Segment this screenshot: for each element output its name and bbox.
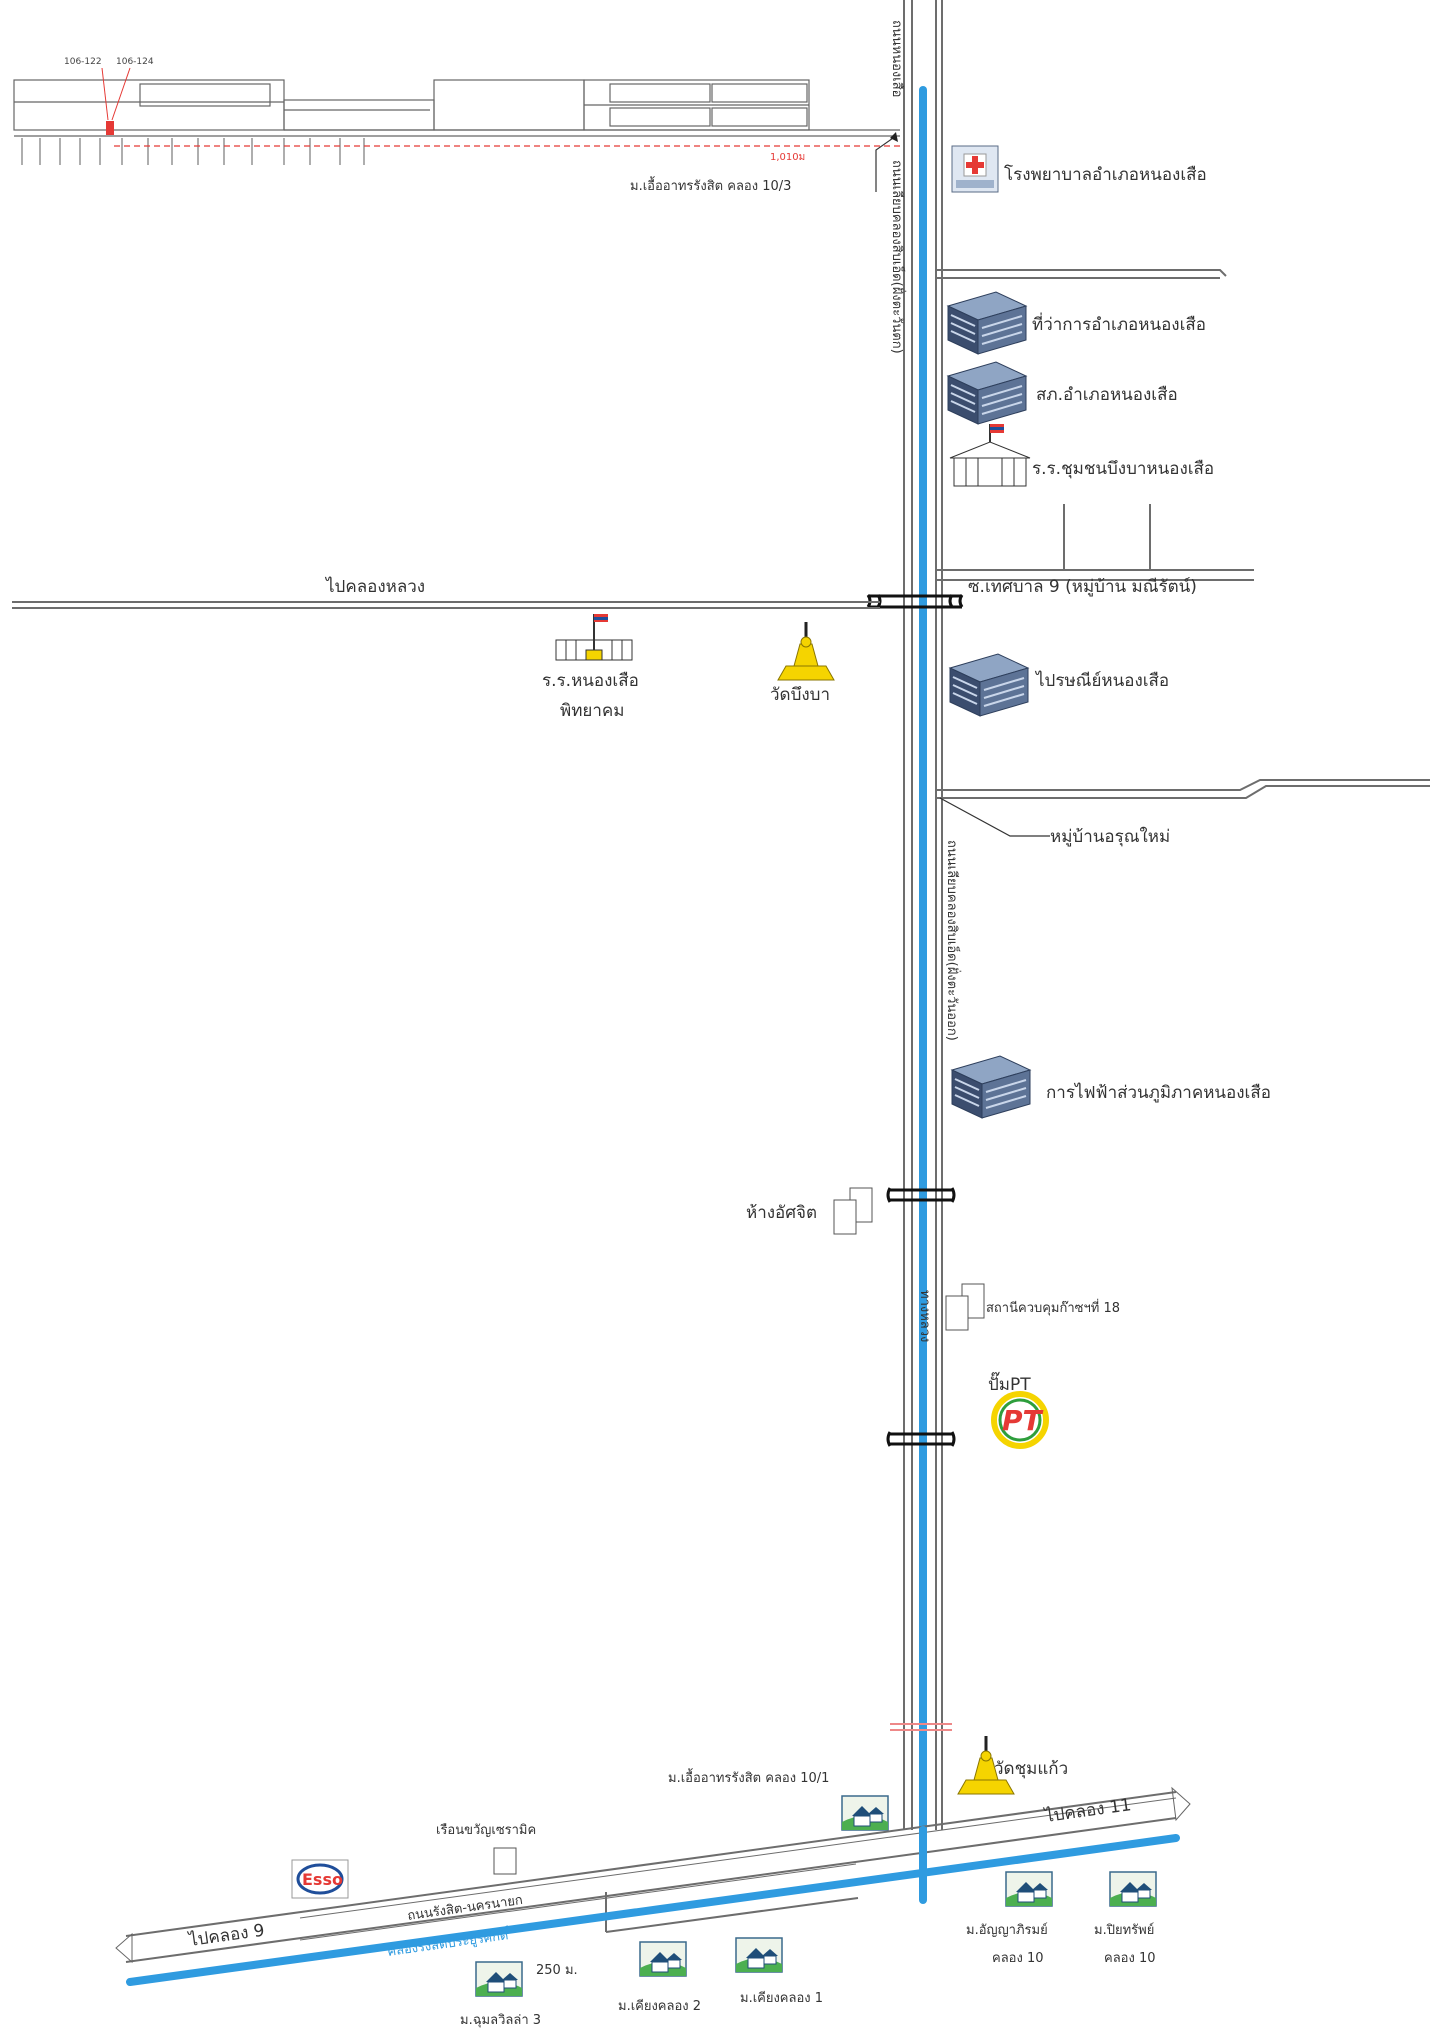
label-reuan-khwan: เรือนขวัญเซรามิค (436, 1822, 536, 1838)
svg-text:Esso: Esso (302, 1870, 343, 1889)
road-label-rural: ทางหลวง (917, 1290, 932, 1342)
label-village-piya-line1: ม.ปิยทรัพย์ (1094, 1922, 1154, 1938)
building-icon (947, 361, 1027, 425)
side-road-arun (936, 779, 1430, 791)
label-village-kiang-1: ม.เคียงคลอง 1 (740, 1990, 823, 2006)
bridge-1 (866, 594, 964, 609)
school-icon (949, 424, 1031, 487)
canal-rangsit (126, 1834, 1180, 1986)
shop-icon (833, 1187, 873, 1235)
bridge-4 (890, 1723, 952, 1731)
house-icon (1109, 1871, 1157, 1907)
pointer-top-village (875, 135, 897, 192)
label-wat-chum-kaew: วัดชุมแก้ว (994, 1759, 1068, 1779)
gas-station-icon: PT (991, 1391, 1049, 1449)
pointer-arun (939, 797, 1050, 837)
bridge-3 (886, 1431, 956, 1447)
label-shop: ห้างอัศจิต (746, 1203, 817, 1223)
arrow-head-top-village (890, 132, 898, 142)
arrow-left-klong-9 (115, 1932, 133, 1964)
plot-leader-a (101, 67, 109, 121)
distance-label: 1,010ม (770, 152, 805, 163)
label-village-anya-line1: ม.อัญญาภิรมย์ (966, 1922, 1048, 1938)
label-village-chuan: ม.ฉุมลวิลล่า 3 (460, 2013, 541, 2028)
label-village-piya-line2: คลอง 10 (1104, 1951, 1156, 1966)
bridge-2 (886, 1187, 956, 1203)
side-road-1 (936, 269, 1227, 277)
house-icon (475, 1961, 523, 1997)
label-to-klong-9: ไปคลอง 9 (186, 1920, 266, 1952)
label-distance-250: 250 ม. (536, 1963, 578, 1978)
label-pt-station: ปั๊มPT (988, 1371, 1031, 1395)
reuan-khwan-icon (493, 1847, 517, 1875)
label-village-anya-line2: คลอง 10 (992, 1951, 1044, 1966)
building-icon (951, 1055, 1031, 1119)
building-icon (947, 291, 1027, 355)
esso-logo: Esso (291, 1859, 349, 1899)
label-school-1: ร.ร.ชุมชนบึงบาหนองเสือ (1032, 459, 1214, 479)
station-icon (945, 1283, 985, 1331)
hospital-icon (951, 145, 999, 193)
label-village-bottom: ม.เอื้ออาทรรังสิต คลอง 10/1 (668, 1768, 829, 1786)
road-label-klong-west: ถนนเลียบคลองสิบเอ็ด(ฝั่งตะวันตก) (889, 160, 907, 354)
temple-icon (776, 620, 836, 682)
label-school-2-line2: พิทยาคม (560, 701, 625, 721)
label-to-klong-11: ไปคลอง 11 (1042, 1794, 1133, 1827)
label-to-klong-luang: ไปคลองหลวง (324, 576, 425, 597)
label-village-top: ม.เอื้ออาทรรังสิต คลอง 10/3 (630, 176, 791, 194)
label-soi-tesaban: ซ.เทศบาล 9 (หมู่บ้าน มณีรัตน์) (968, 577, 1197, 597)
house-icon (639, 1941, 687, 1977)
pt-logo-text: PT (1002, 1404, 1044, 1437)
label-water-station: สถานีควบคุมก๊าซฯที่ 18 (986, 1299, 1120, 1316)
plot-label-b: 106-124 (116, 57, 154, 67)
label-wat-bueng-ba: วัดบึงบา (770, 685, 830, 705)
label-electricity: การไฟฟ้าส่วนภูมิภาคหนองเสือ (1046, 1082, 1271, 1103)
label-school-2-line1: ร.ร.หนองเสือ (542, 671, 639, 691)
house-icon (735, 1937, 783, 1973)
main-road-rangsit-nakhonnayok (125, 1791, 1177, 1963)
plot-marker (106, 121, 114, 135)
arrow-right-klong-11 (1171, 1786, 1191, 1822)
road-label-klong-east: ถนนเลียบคลองสิบเอ็ด(ฝั่งตะวันออก) (944, 840, 962, 1041)
house-icon (1005, 1871, 1053, 1907)
label-village-kiang-2: ม.เคียงคลอง 2 (618, 1998, 701, 2014)
school-icon (555, 614, 633, 661)
building-icon (949, 653, 1029, 717)
label-main-road: ถนนรังสิต-นครนายก (406, 1893, 523, 1924)
label-district-office: ที่ว่าการอำเภอหนองเสือ (1032, 312, 1206, 335)
house-icon (841, 1795, 889, 1831)
label-post-office: ไปรษณีย์หนองเสือ (1034, 670, 1169, 691)
plot-label-a: 106-122 (64, 57, 102, 67)
label-canal-main: คลองรังสิตประยูรศักดิ์ (386, 1925, 511, 1960)
side-road-arun-lower (936, 785, 1430, 799)
plot-layout (13, 79, 900, 165)
label-hospital: โรงพยาบาลอำเภอหนองเสือ (1004, 164, 1207, 185)
plot-leader-b (111, 67, 131, 121)
road-label-nongsua: ถนนหนองเสือ (889, 20, 905, 97)
label-police: สภ.อำเภอหนองเสือ (1036, 385, 1178, 405)
label-village-arun: หมู่บ้านอรุณใหม่ (1050, 826, 1170, 847)
